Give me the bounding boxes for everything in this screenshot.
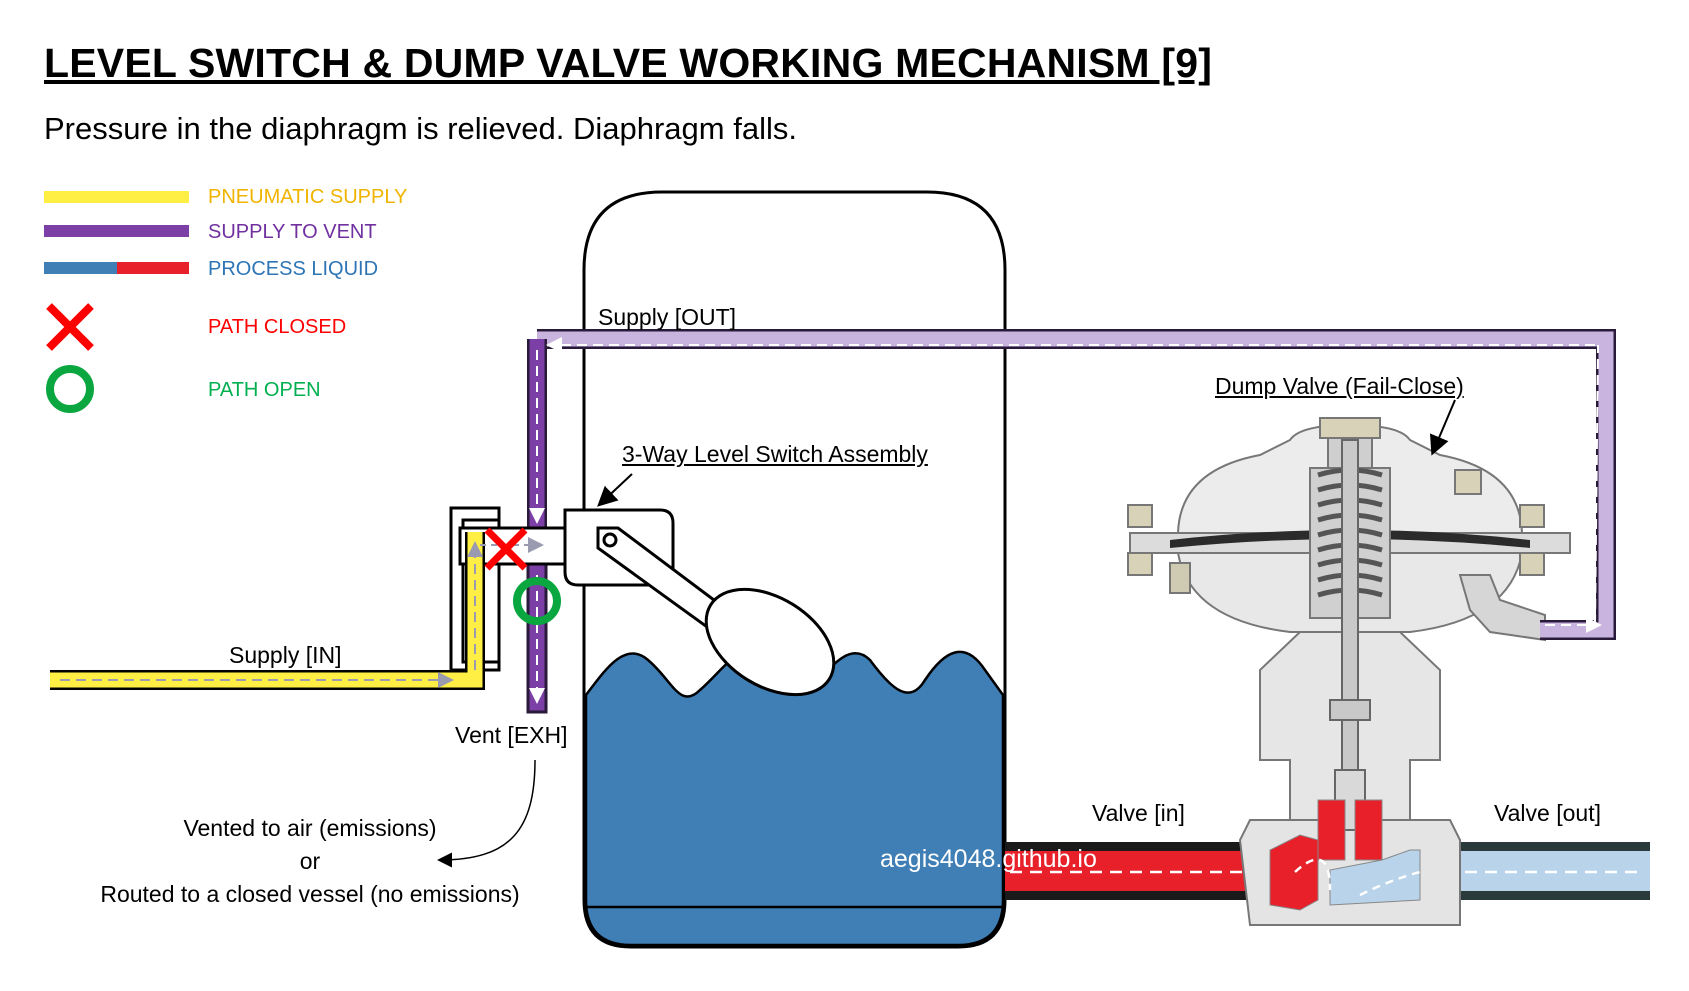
label-valve-in: Valve [in] <box>1092 800 1185 826</box>
label-vent-exh: Vent [EXH] <box>455 722 568 748</box>
label-supply-out: Supply [OUT] <box>598 304 737 330</box>
path-open-circle-icon <box>513 577 561 625</box>
legend-label-path-open: PATH OPEN <box>208 379 321 401</box>
legend-liquid-swatch-red <box>117 262 189 274</box>
level-switch-assembly <box>449 506 836 697</box>
legend-pneumatic-swatch <box>44 191 189 203</box>
legend-label-path-closed: PATH CLOSED <box>208 316 347 338</box>
vent-note-line-2: or <box>299 848 321 874</box>
legend-label-supply-to-vent: SUPPLY TO VENT <box>208 221 377 243</box>
separator-tank <box>582 190 1007 949</box>
level-switch-pointer-arrow <box>597 473 633 507</box>
legend-liquid-swatch-blue <box>44 262 117 274</box>
page-title: LEVEL SWITCH & DUMP VALVE WORKING MECHAN… <box>44 40 1213 86</box>
valve-internal-flow <box>1269 799 1421 911</box>
process-liquid-body <box>584 650 1005 947</box>
supply-in-line <box>50 532 544 690</box>
dump-valve-pointer-arrow <box>1430 399 1456 456</box>
vent-line <box>526 558 548 714</box>
label-dump-valve: Dump Valve (Fail-Close) <box>1215 373 1464 399</box>
legend-swatches <box>44 191 189 413</box>
legend-label-process-liquid: PROCESS LIQUID <box>208 258 379 280</box>
label-level-switch: 3-Way Level Switch Assembly <box>622 441 928 467</box>
supply-out-line <box>527 329 1616 640</box>
label-supply-in: Supply [IN] <box>229 642 342 668</box>
page-subtitle: Pressure in the diaphragm is relieved. D… <box>44 111 797 146</box>
process-pipe-inlet <box>1005 842 1270 900</box>
path-closed-x-icon <box>484 527 528 571</box>
label-valve-out: Valve [out] <box>1494 800 1601 826</box>
x-mark-icon <box>46 303 94 351</box>
vent-note-line-1: Vented to air (emissions) <box>183 815 437 841</box>
watermark: aegis4048.github.io <box>880 845 1097 873</box>
legend-vent-swatch <box>44 225 189 237</box>
vent-pointer-arrow <box>437 759 536 868</box>
circle-icon <box>46 365 94 413</box>
legend-label-pneumatic-supply: PNEUMATIC SUPPLY <box>208 186 408 208</box>
vent-destination-note: Vented to air (emissions) or Routed to a… <box>80 812 540 911</box>
vent-note-line-3: Routed to a closed vessel (no emissions) <box>100 881 520 907</box>
